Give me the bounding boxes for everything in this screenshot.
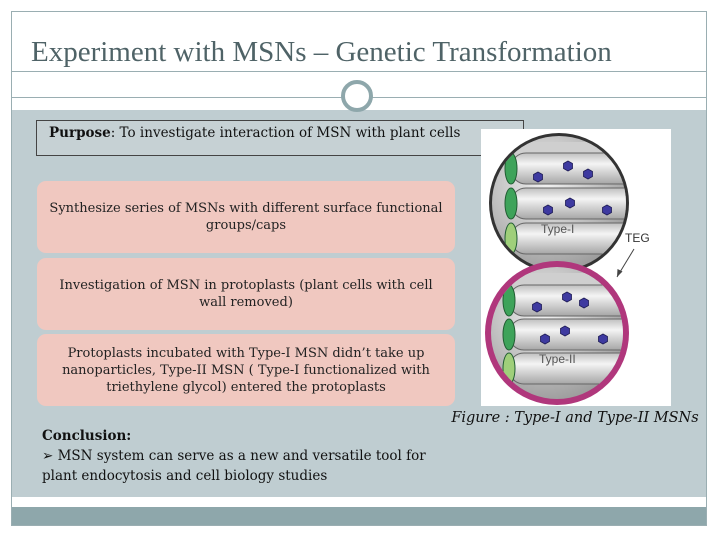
purpose-label: Purpose xyxy=(49,125,111,141)
type-two-particle: Type-II xyxy=(485,261,629,405)
step-box-investigation: Investigation of MSN in protoplasts (pla… xyxy=(37,258,455,330)
teg-pointer-arrow-icon xyxy=(617,269,623,277)
conclusion-item: ➢ MSN system can serve as a new and vers… xyxy=(42,446,457,486)
msn-figure: Type-I TEG xyxy=(481,129,671,406)
conclusion-block: Conclusion: ➢ MSN system can serve as a … xyxy=(42,426,457,486)
conclusion-heading: Conclusion: xyxy=(42,428,132,444)
teg-label: TEG xyxy=(625,231,650,245)
step-box-protoplasts: Protoplasts incubated with Type-I MSN di… xyxy=(37,334,455,406)
step-text: Synthesize series of MSNs with different… xyxy=(49,201,443,233)
type-one-label: Type-I xyxy=(541,222,574,236)
msn-diagram: Type-I TEG xyxy=(485,133,650,405)
step-text: Investigation of MSN in protoplasts (pla… xyxy=(59,278,433,310)
conclusion-text: MSN system can serve as a new and versat… xyxy=(42,448,426,484)
purpose-box: Purpose: To investigate interaction of M… xyxy=(36,120,524,156)
step-box-synthesize: Synthesize series of MSNs with different… xyxy=(37,181,455,253)
figure-caption: Figure : Type-I and Type-II MSNs xyxy=(451,410,699,426)
type-one-particle: Type-I xyxy=(489,133,629,273)
slide-title: Experiment with MSNs – Genetic Transform… xyxy=(31,36,612,68)
title-divider-top xyxy=(12,71,706,72)
purpose-text: : To investigate interaction of MSN with… xyxy=(110,125,461,141)
type-two-label: Type-II xyxy=(539,352,576,366)
ring-ornament-icon xyxy=(341,80,373,112)
bottom-band xyxy=(12,507,706,525)
arrowhead-bullet-icon: ➢ xyxy=(42,448,54,464)
step-text: Protoplasts incubated with Type-I MSN di… xyxy=(62,345,430,395)
